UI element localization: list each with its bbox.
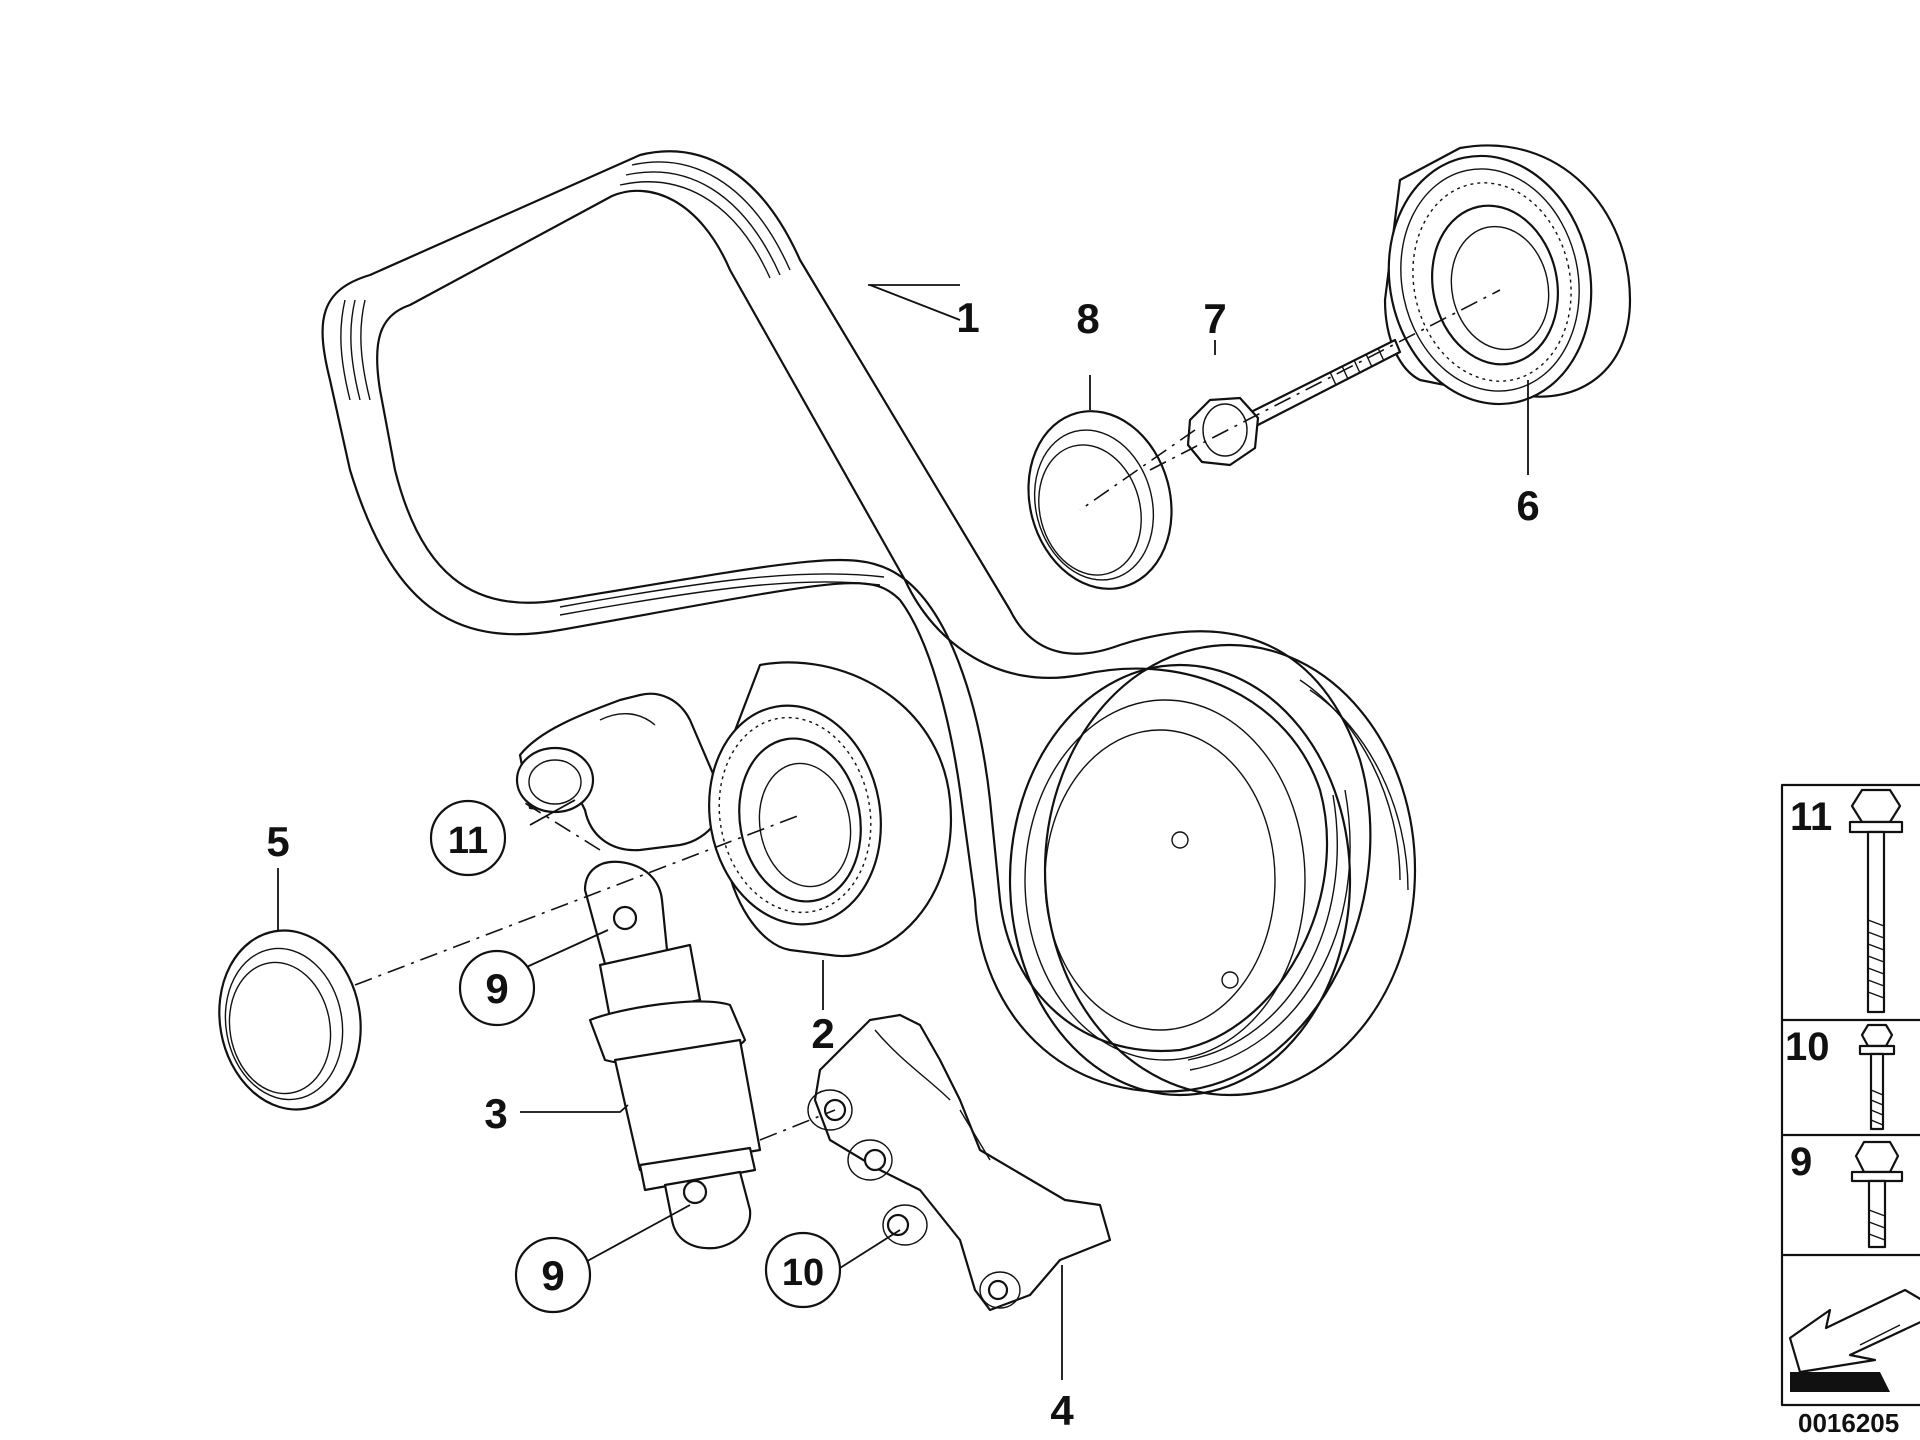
fastener-legend: 11 10 9 — [1780, 783, 1920, 1407]
hex-bolt-icon — [1850, 1140, 1904, 1249]
legend-row-10: 10 — [1785, 1023, 1896, 1131]
svg-text:0016205: 0016205 — [1798, 1408, 1899, 1438]
torx-bolt-icon — [1858, 1023, 1896, 1131]
callout-11: 11 — [429, 799, 507, 877]
svg-text:9: 9 — [485, 965, 508, 1012]
callout-3: 3 — [484, 1090, 507, 1137]
svg-text:1: 1 — [956, 294, 979, 341]
svg-text:2: 2 — [811, 1010, 834, 1057]
svg-text:4: 4 — [1050, 1387, 1074, 1434]
svg-text:5: 5 — [266, 818, 289, 865]
callout-2: 2 — [811, 1010, 834, 1057]
svg-text:9: 9 — [1790, 1140, 1812, 1184]
center-lines — [354, 289, 1501, 1141]
dust-cap-icon — [218, 929, 362, 1111]
svg-text:11: 11 — [1790, 795, 1832, 839]
leader-lines — [277, 284, 1529, 1380]
pulley-cover-cap-icon — [1027, 410, 1173, 590]
callout-10: 10 — [764, 1231, 842, 1309]
callout-9-upper: 9 — [458, 949, 536, 1027]
document-number: 0016205 — [1798, 1408, 1899, 1438]
callout-5: 5 — [266, 818, 289, 865]
idler-pulley-icon — [1383, 144, 1632, 406]
tensioner-arm-icon — [515, 692, 724, 852]
callout-8: 8 — [1076, 295, 1099, 342]
svg-text:6: 6 — [1516, 482, 1539, 529]
callout-9-lower: 9 — [514, 1236, 592, 1314]
legend-row-9: 9 — [1790, 1140, 1904, 1249]
flange-bolt-icon — [1186, 338, 1402, 467]
svg-text:9: 9 — [541, 1252, 564, 1299]
callout-1: 1 — [956, 294, 979, 341]
long-flange-bolt-icon — [1848, 788, 1904, 1014]
svg-text:10: 10 — [782, 1252, 824, 1294]
svg-text:7: 7 — [1203, 295, 1226, 342]
hydraulic-damper-icon — [583, 860, 762, 1250]
legend-row-11: 11 — [1790, 788, 1904, 1014]
tensioner-bracket-icon — [807, 1013, 1112, 1312]
svg-text:3: 3 — [484, 1090, 507, 1137]
svg-text:10: 10 — [1785, 1025, 1830, 1069]
crankshaft-pulley-icon — [1008, 643, 1417, 1097]
drive-belt-icon — [321, 150, 1372, 1093]
tensioner-pulley-icon — [708, 661, 953, 958]
callout-7: 7 — [1203, 295, 1226, 342]
direction-arrow-icon — [1788, 1288, 1920, 1392]
callout-6: 6 — [1516, 482, 1539, 529]
svg-text:8: 8 — [1076, 295, 1099, 342]
callout-4: 4 — [1050, 1387, 1074, 1434]
svg-text:11: 11 — [448, 820, 488, 862]
